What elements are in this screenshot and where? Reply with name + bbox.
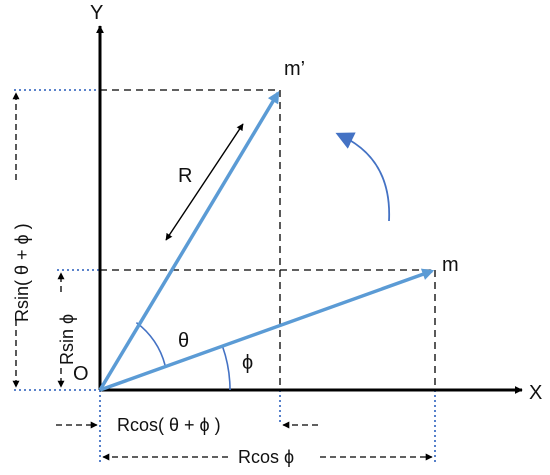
rcos-theta-phi-label: Rcos( θ + ϕ )	[117, 415, 221, 435]
point-m-prime-label: m’	[284, 58, 305, 80]
vector-m-prime	[98, 90, 280, 391]
radius-label: R	[178, 165, 192, 187]
origin-label: O	[73, 363, 89, 385]
x-axis-label: X	[529, 382, 542, 404]
r-length-arrow	[165, 123, 244, 241]
vector-m	[99, 268, 435, 392]
vectors	[98, 90, 435, 392]
rsin-theta-phi-label: Rsin( θ + ϕ )	[12, 223, 32, 322]
rotation-arrow	[335, 132, 391, 222]
phi-arc	[221, 346, 231, 391]
axes	[96, 25, 523, 394]
point-m-label: m	[442, 254, 459, 276]
black-projection-lines	[100, 89, 436, 390]
left-measure-arrows	[12, 92, 65, 388]
phi-label: ϕ	[242, 352, 253, 374]
y-axis-label: Y	[90, 2, 103, 24]
blue-guide-lines	[14, 89, 436, 462]
rsin-phi-label: Rsin ϕ	[57, 314, 77, 365]
bottom-measure-arrows	[56, 421, 433, 461]
theta-arc	[135, 321, 166, 366]
theta-label: θ	[178, 330, 189, 352]
rcos-phi-label: Rcos ϕ	[238, 447, 294, 467]
